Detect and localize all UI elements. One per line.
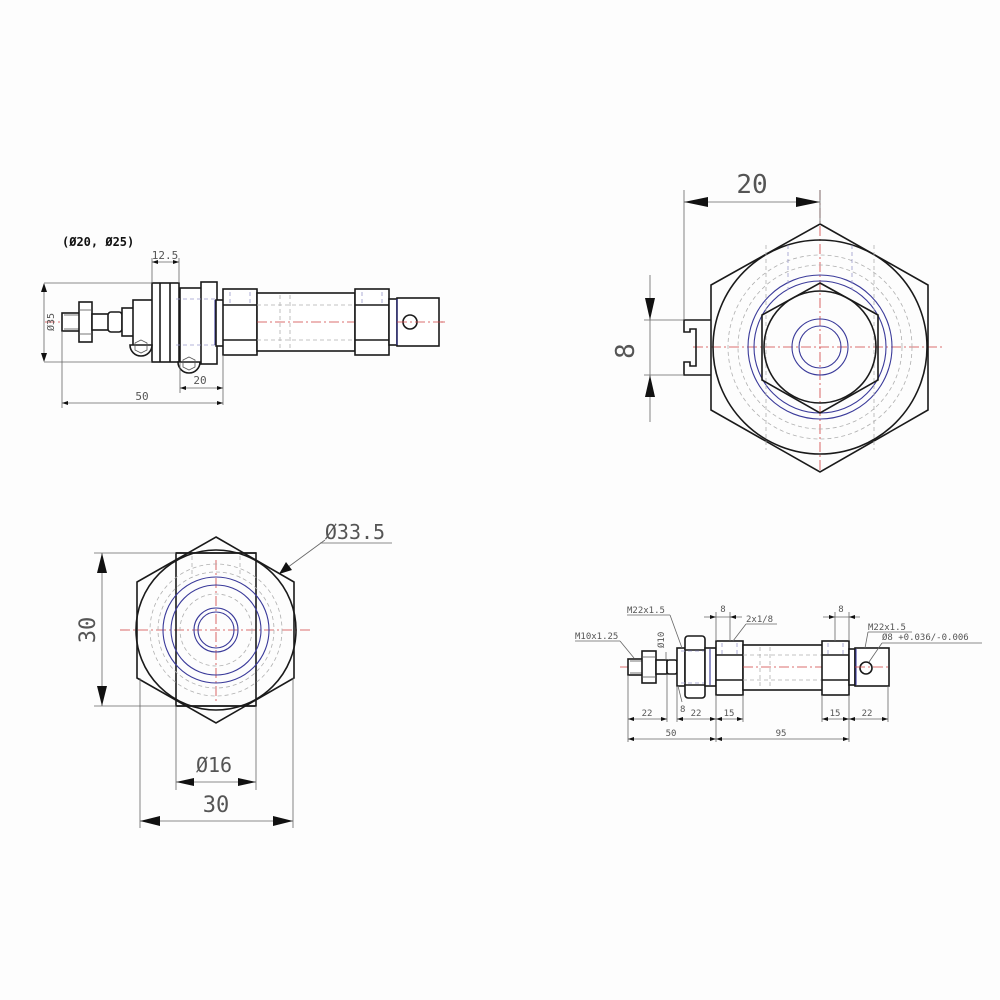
dim-rear-clevis-22: 22 — [862, 709, 873, 719]
dim-nut-22: 22 — [691, 709, 702, 719]
end-view-rail: 20 8 — [611, 170, 945, 473]
label-pin-hole: Ø8 +0.036/-0.006 — [882, 632, 969, 643]
label-front-thread: M22x1.5 — [627, 606, 665, 616]
dim-body-95: 95 — [776, 729, 787, 739]
dim-width-30: 30 — [203, 793, 230, 818]
dim-rail-width-20: 20 — [736, 170, 767, 200]
dim-diameter-35: Ø35 — [45, 313, 57, 331]
dim-port-front-8: 8 — [720, 605, 725, 615]
end-view-front: Ø33.5 30 Ø16 30 — [76, 520, 392, 828]
label-port: 2x1/8 — [746, 615, 773, 625]
dim-rod-22: 22 — [642, 709, 653, 719]
bore-note: (Ø20, Ø25) — [62, 235, 134, 249]
dim-outer-diameter: Ø33.5 — [325, 520, 385, 544]
side-view-small: (Ø20, Ø25) — [41, 235, 445, 408]
dim-front-50: 50 — [135, 390, 148, 403]
label-wrench-flat: 8 — [680, 705, 685, 715]
label-rod-thread: M10x1.25 — [575, 632, 618, 642]
label-rear-thread: M22x1.5 — [868, 623, 906, 633]
dim-flange-12-5: 12.5 — [152, 249, 179, 262]
dim-rear-cap-15: 15 — [830, 709, 841, 719]
dim-inner-diameter: Ø16 — [196, 753, 232, 777]
label-rod-diameter: Ø10 — [656, 632, 667, 648]
dim-nut-20: 20 — [193, 374, 206, 387]
dim-port-rear-8: 8 — [838, 605, 843, 615]
dim-front-total-50: 50 — [666, 729, 677, 739]
side-view-detailed: M10x1.25 M22x1.5 Ø10 8 2x1/8 M22x1.5 Ø8 … — [575, 605, 982, 742]
dim-height-30: 30 — [76, 617, 101, 644]
dim-front-cap-15: 15 — [724, 709, 735, 719]
dim-rail-height-8: 8 — [611, 343, 641, 359]
